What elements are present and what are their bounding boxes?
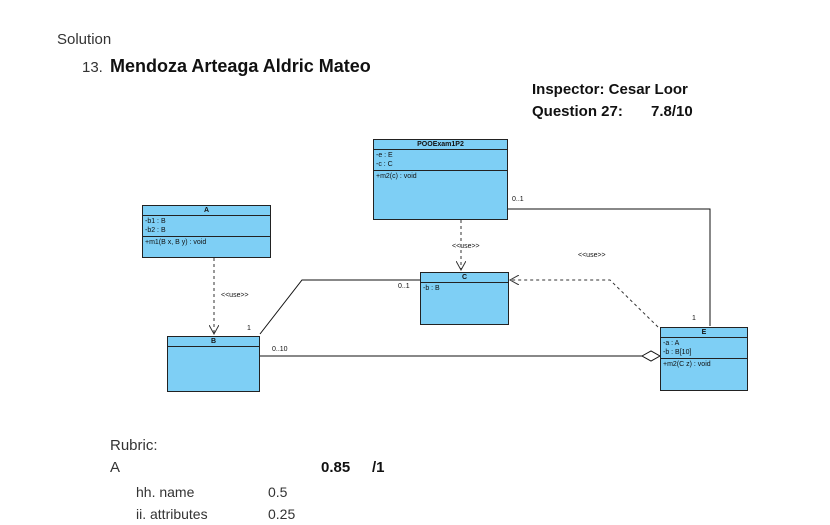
attribute: -a : A <box>663 340 680 347</box>
multiplicity-label: 0..10 <box>272 346 288 353</box>
rubric-max: /1 <box>372 459 385 476</box>
multiplicity-label: 0..1 <box>512 196 524 203</box>
class-b: B <box>167 336 260 392</box>
criterion-value: 0.25 <box>268 506 296 522</box>
class-name: A <box>143 206 270 216</box>
rubric-score: 0.85 <box>321 459 351 476</box>
attribute: -e : E <box>376 152 393 159</box>
association-c-b <box>259 279 420 335</box>
class-e: E -a : A -b : B[10] +m2(C z) : void <box>660 327 748 391</box>
attribute: -c : C <box>376 161 393 168</box>
question-score: 7.8/10 <box>651 103 693 120</box>
rubric-section: A <box>110 459 121 476</box>
multiplicity-label: 1 <box>247 325 251 332</box>
attribute: -b : B <box>423 285 440 292</box>
dependency-e-c <box>510 280 659 328</box>
stereotype-use-label: <<use>> <box>578 252 606 259</box>
methods-compartment: +m1(B x, B y) : void <box>143 237 270 248</box>
attribute: -b : B[10] <box>663 349 692 356</box>
inspector-label: Inspector: Cesar Loor <box>532 81 688 98</box>
aggregation-diamond <box>640 350 662 362</box>
multiplicity-label: 0..1 <box>398 283 410 290</box>
student-name: Mendoza Arteaga Aldric Mateo <box>110 56 371 76</box>
method: +m1(B x, B y) : void <box>145 239 207 246</box>
question-label: Question 27: <box>532 103 623 120</box>
solution-label: Solution <box>57 31 112 48</box>
method: +m2(c) : void <box>376 173 417 180</box>
attributes-compartment: -b : B <box>421 283 508 294</box>
attributes-compartment <box>168 347 259 353</box>
criterion-label: hh. name <box>136 484 195 500</box>
association-poo-e <box>508 208 711 326</box>
attributes-compartment: -a : A -b : B[10] <box>661 338 747 359</box>
class-name: E <box>661 328 747 338</box>
attributes-compartment: -b1 : B -b2 : B <box>143 216 270 237</box>
multiplicity-label: 1 <box>692 315 696 322</box>
class-name: B <box>168 337 259 347</box>
method: +m2(C z) : void <box>663 361 711 368</box>
class-name: POOExam1P2 <box>374 140 507 150</box>
attribute: -b1 : B <box>145 218 166 225</box>
stereotype-use-label: <<use>> <box>221 292 249 299</box>
attributes-compartment: -e : E -c : C <box>374 150 507 171</box>
methods-compartment: +m2(C z) : void <box>661 359 747 370</box>
class-a: A -b1 : B -b2 : B +m1(B x, B y) : void <box>142 205 271 258</box>
item-number: 13. <box>82 59 103 76</box>
attribute: -b2 : B <box>145 227 166 234</box>
class-pooexam1p2: POOExam1P2 -e : E -c : C +m2(c) : void <box>373 139 508 220</box>
stereotype-use-label: <<use>> <box>452 243 480 250</box>
class-c: C -b : B <box>420 272 509 325</box>
methods-compartment: +m2(c) : void <box>374 171 507 182</box>
criterion-value: 0.5 <box>268 484 288 500</box>
criterion-label: ii. attributes <box>136 506 208 522</box>
rubric-title: Rubric: <box>110 437 158 454</box>
class-name: C <box>421 273 508 283</box>
